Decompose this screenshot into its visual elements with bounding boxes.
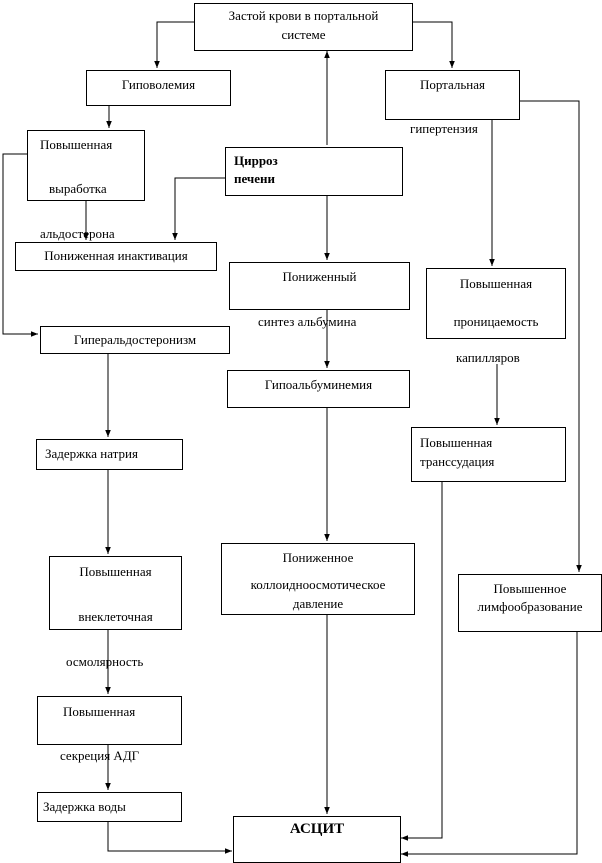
label-albumin-2: синтез альбумина (258, 314, 357, 329)
label-ascites: АСЦИТ (289, 821, 345, 837)
box-colloid-pressure (221, 543, 415, 615)
box-albumin-synthesis (229, 262, 410, 310)
label-lymph-1: Повышенное (493, 581, 567, 596)
box-water-retention (37, 792, 182, 822)
label-portal-stasis-2: системе (281, 27, 326, 42)
label-adh-2: секреция АДГ (60, 748, 140, 763)
label-osmolarity-2: внеклеточная (78, 609, 153, 624)
label-cirrhosis-2: печени (234, 171, 276, 186)
label-aldosterone-1: Повышенная (40, 137, 113, 152)
box-adh-secretion (37, 696, 182, 745)
label-sodium-retention: Задержка натрия (45, 446, 138, 461)
arrow-aldosterone-to-hyperaldosteronism (2, 153, 38, 337)
label-permeability-2: проницаемость (453, 314, 539, 329)
label-water-retention: Задержка воды (43, 799, 126, 814)
box-cirrhosis (225, 147, 403, 196)
box-hypoalbuminemia (227, 370, 410, 408)
label-osmolarity-3: осмолярность (66, 654, 144, 669)
box-capillary-permeability (426, 268, 566, 339)
label-permeability-1: Повышенная (459, 276, 533, 291)
box-aldosterone-production (27, 130, 145, 201)
label-aldosterone-3: альдостерона (40, 226, 115, 241)
label-colloid-3: давление (292, 596, 344, 611)
label-colloid-1: Пониженное (282, 550, 354, 565)
label-hypovolemia: Гиповолемия (121, 77, 196, 92)
arrow-cirrhosis-to-inactivation (172, 177, 233, 240)
label-osmolarity-1: Повышенная (79, 564, 152, 579)
box-sodium-retention (36, 439, 183, 470)
box-portal-stasis (194, 3, 413, 51)
arrow-water-to-ascites (107, 822, 232, 854)
label-colloid-2: коллоидноосмотическое (250, 577, 386, 592)
arrow-lymph-to-ascites (401, 632, 578, 857)
box-hyperaldosteronism (40, 326, 230, 354)
arrow-transudation-to-ascites (401, 482, 443, 841)
box-extracellular-osmolarity (49, 556, 182, 630)
label-hyperaldosteronism: Гиперальдостеронизм (73, 332, 197, 347)
label-portal-hypertension-1: Портальная (419, 77, 486, 92)
label-cirrhosis-1: Цирроз (234, 153, 278, 168)
label-aldosterone-2: выработка (49, 181, 107, 196)
box-portal-hypertension (385, 70, 520, 120)
box-lymph-formation (458, 574, 602, 632)
label-transudation-1: Повышенная (420, 435, 493, 450)
box-ascites (233, 816, 401, 863)
box-transudation (411, 427, 566, 482)
box-hypovolemia (86, 70, 231, 106)
label-reduced-inactivation: Пониженная инактивация (44, 248, 188, 263)
label-portal-stasis-1: Застой крови в портальной (228, 8, 379, 23)
label-albumin-1: Пониженный (282, 269, 357, 284)
arrow-portal-hypertension-to-lymph (519, 100, 582, 572)
label-adh-1: Повышенная (63, 704, 136, 719)
label-hypoalbuminemia: Гипоальбуминемия (264, 377, 373, 392)
box-reduced-inactivation (15, 242, 217, 271)
arrow-stasis-to-hypovolemia (154, 21, 194, 68)
label-lymph-2: лимфообразование (477, 599, 583, 614)
label-transudation-2: транссудация (420, 454, 495, 469)
arrow-stasis-to-portal-hypertension (413, 21, 455, 68)
label-portal-hypertension-2: гипертензия (410, 121, 478, 136)
label-permeability-3: капилляров (456, 350, 520, 365)
